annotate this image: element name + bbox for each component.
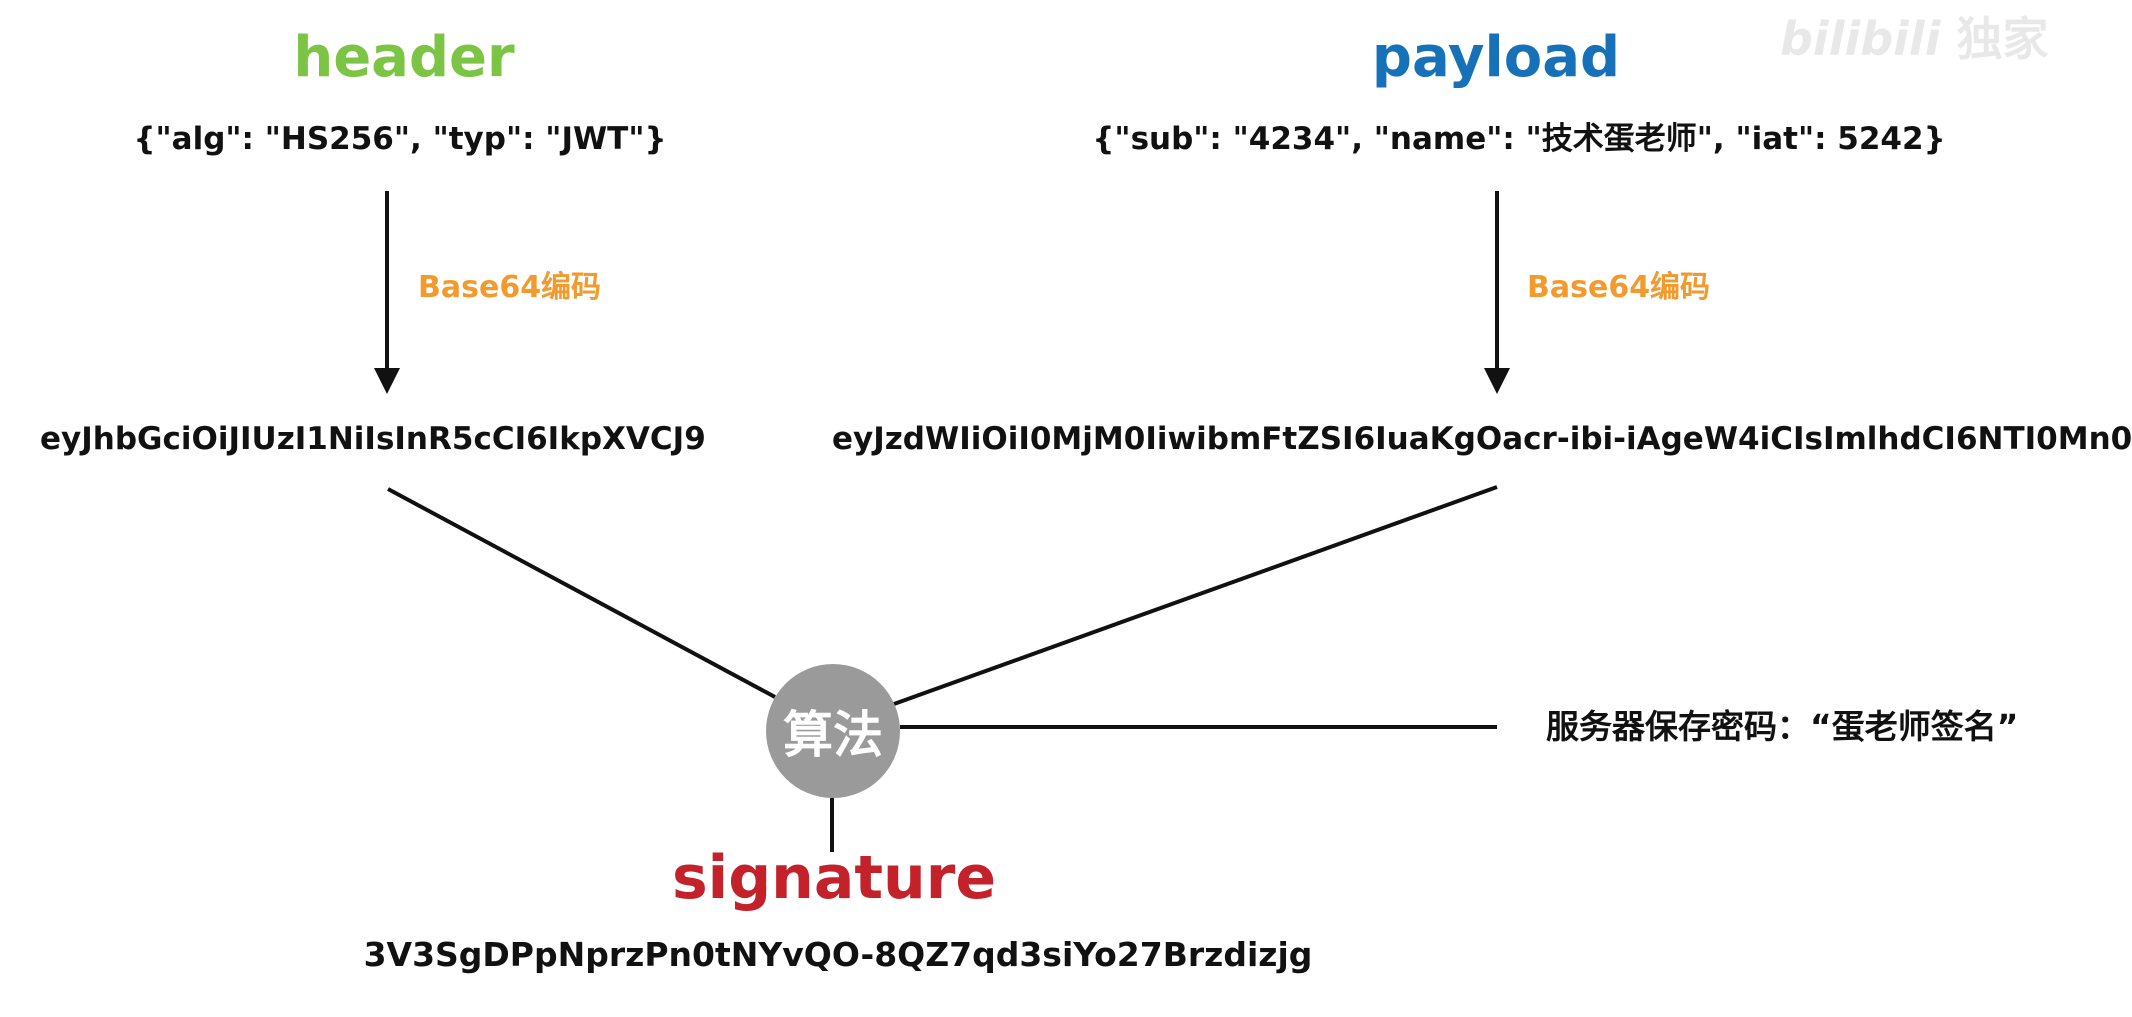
header-down-arrow <box>374 191 400 394</box>
payload-json: {"sub": "4234", "name": "技术蛋老师", "iat": … <box>1092 121 1946 157</box>
payload-down-arrow <box>1484 191 1510 394</box>
header-to-algorithm-line <box>387 487 776 699</box>
payload-title: payload <box>1371 25 1621 90</box>
bilibili-watermark: bilibili 独家 <box>1780 14 2102 132</box>
bilibili-logo-icon: bilibili <box>1780 12 1941 66</box>
header-encode-label: Base64编码 <box>418 270 602 305</box>
signature-value: 3V3SgDPpNprzPn0tNYvQO-8QZ7qd3siYo27Brzdi… <box>363 935 1313 974</box>
header-json: {"alg": "HS256", "typ": "JWT"} <box>133 121 667 157</box>
server-secret-text: 服务器保存密码：“蛋老师签名” <box>1546 707 2019 746</box>
header-encoded-token: eyJhbGciOiJIUzI1NiIsInR5cCI6IkpXVCJ9 <box>40 421 706 457</box>
algorithm-node: 算法 <box>766 664 900 798</box>
payload-encode-label: Base64编码 <box>1527 270 1711 305</box>
payload-to-algorithm-line <box>893 485 1498 706</box>
signature-title: signature <box>671 843 997 913</box>
header-title: header <box>293 25 515 90</box>
payload-encoded-token: eyJzdWIiOiI0MjM0IiwibmFtZSI6IuaKgOacr-ib… <box>832 421 2132 457</box>
watermark-text: 独家 <box>1956 12 2049 66</box>
algorithm-label: 算法 <box>783 706 883 764</box>
